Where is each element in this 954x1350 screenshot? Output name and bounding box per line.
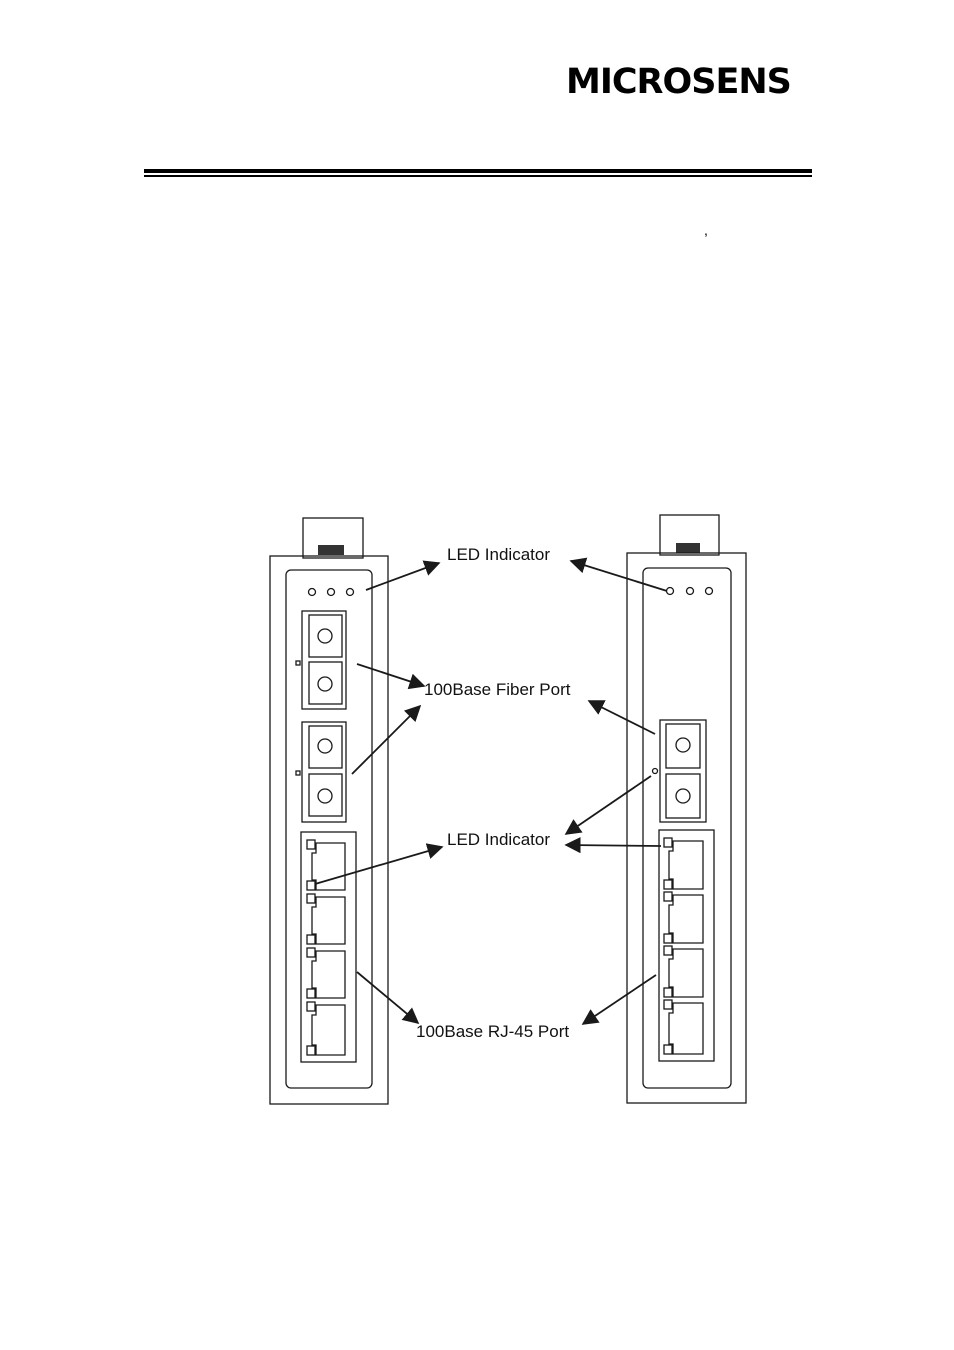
right-rj45-port-1 (663, 837, 704, 890)
left-rj45-port-4 (306, 1001, 346, 1056)
arrow-rj45-left (356, 971, 420, 1025)
left-rj45-port-3 (306, 947, 346, 999)
left-fiber-port-2 (295, 721, 347, 823)
right-fiber-port (651, 719, 707, 823)
left-faceplate (285, 569, 373, 1089)
right-fiber-led (651, 767, 659, 775)
left-housing (269, 555, 389, 1105)
right-din-clip (659, 514, 720, 556)
label-rj45-port: 100Base RJ-45 Port (416, 1022, 569, 1041)
arrow-rj45-right (581, 974, 657, 1025)
label-led-indicator-top: LED Indicator (447, 545, 550, 564)
right-led-indicators (665, 586, 714, 596)
brand-logo: MICROSENS (566, 62, 792, 102)
right-rj45-port-4 (663, 999, 704, 1055)
arrow-led-mid-left (314, 843, 444, 885)
left-rj45-port-1 (306, 839, 346, 891)
label-fiber-port: 100Base Fiber Port (424, 680, 571, 699)
right-rj45-block (658, 829, 715, 1062)
arrow-fiber-left-1 (356, 663, 426, 690)
arrow-led-mid-right-fiber (564, 775, 652, 835)
arrow-led-top-right (569, 557, 668, 592)
right-rj45-port-3 (663, 945, 704, 998)
left-led-indicators (307, 587, 355, 597)
arrow-led-mid-right-rj45 (564, 837, 662, 854)
arrow-led-top-left (365, 560, 441, 591)
callout-arrows (314, 557, 668, 1025)
right-faceplate (642, 567, 732, 1089)
right-rj45-port-2 (663, 891, 704, 944)
label-led-indicator-mid: LED Indicator (447, 830, 550, 849)
left-device (269, 517, 389, 1105)
stray-mark: , (704, 222, 708, 238)
right-device (626, 514, 747, 1104)
left-rj45-port-2 (306, 893, 346, 945)
arrow-fiber-left-2 (351, 704, 422, 775)
left-fiber-port-1 (295, 610, 347, 710)
header-rule-thick (144, 169, 812, 173)
left-rj45-block (300, 831, 357, 1063)
left-din-clip (302, 517, 364, 559)
header-rule-thin (144, 175, 812, 177)
arrow-fiber-right (587, 700, 656, 735)
right-housing (626, 552, 747, 1104)
